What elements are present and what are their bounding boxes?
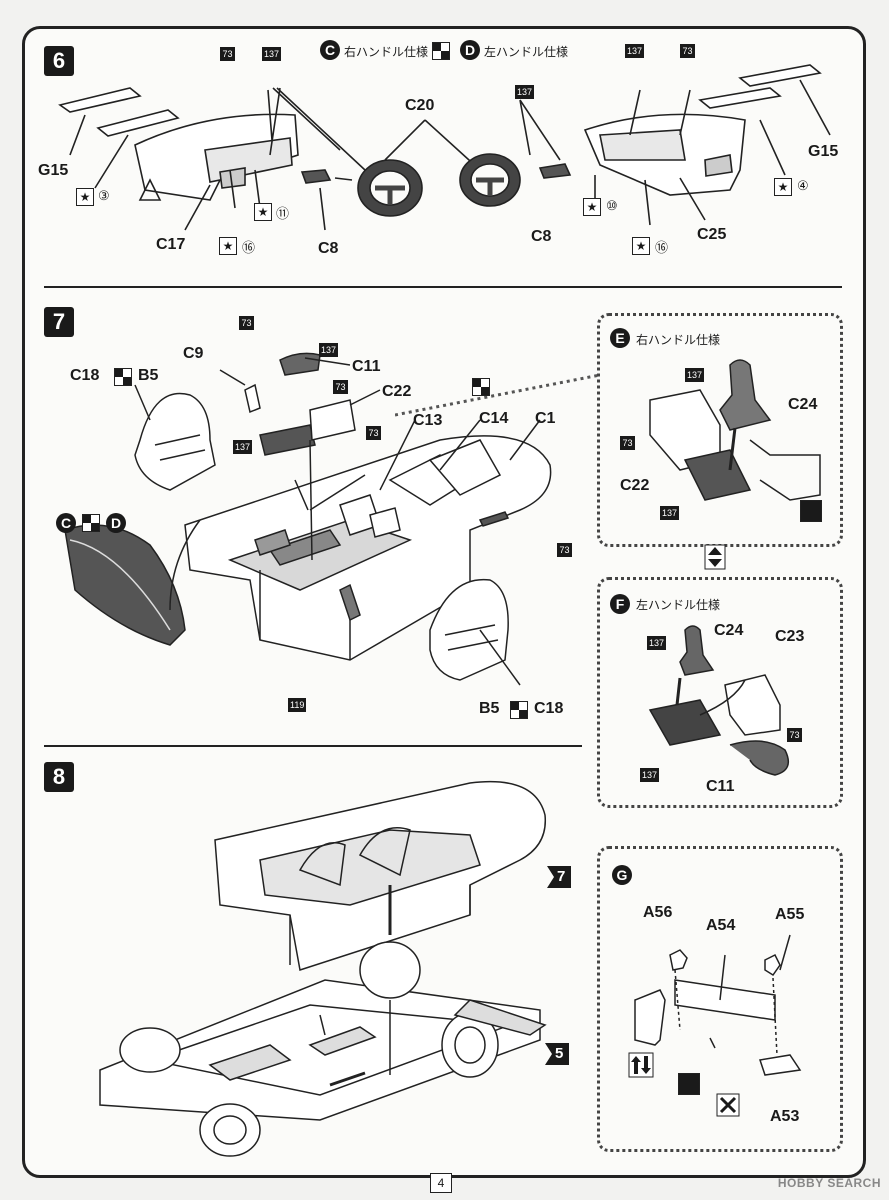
variant-d-badge: D xyxy=(106,513,126,533)
color-tag-137: 137 xyxy=(685,368,705,382)
legend-c-text: 右ハンドル仕様 xyxy=(344,45,429,59)
checker-icon xyxy=(472,378,490,396)
star-number: ⑯ xyxy=(655,240,669,255)
ref-step-7-tag: 7 xyxy=(547,866,572,888)
star-number: ④ xyxy=(797,178,809,193)
step-8-number: 8 xyxy=(44,762,74,792)
step8-chassis-drawing xyxy=(99,780,547,1157)
star-number: ⑪ xyxy=(276,206,290,221)
step7-interior-drawing xyxy=(64,352,552,686)
page-number: 4 xyxy=(430,1173,452,1193)
color-tag-73: 73 xyxy=(239,316,254,330)
part-label-c18-left: C18 xyxy=(70,367,100,384)
part-label-a53: A53 xyxy=(770,1108,800,1125)
detail-g-badge: G xyxy=(612,865,632,885)
legend-d-badge: D xyxy=(460,40,480,60)
star-icon: ★ xyxy=(632,237,650,255)
part-label-c24-e: C24 xyxy=(788,396,818,413)
color-tag-137: 137 xyxy=(660,506,680,520)
part-label-g15-left: G15 xyxy=(38,162,69,179)
color-tag-137: 137 xyxy=(640,768,660,782)
star-icon: ★ xyxy=(219,237,237,255)
color-tag-137: 137 xyxy=(233,440,253,454)
part-label-c24-f: C24 xyxy=(714,622,744,639)
watermark: HOBBY SEARCH xyxy=(777,1176,881,1190)
checker-icon xyxy=(510,701,528,719)
checker-icon xyxy=(82,514,100,532)
color-tag-137: 137 xyxy=(262,47,282,61)
part-label-a56: A56 xyxy=(643,904,673,921)
color-tag-119: 119 xyxy=(288,698,307,712)
step-7-number: 7 xyxy=(44,307,74,337)
detail-e-badge: E xyxy=(610,328,630,348)
divider-step6-7 xyxy=(44,286,842,288)
part-label-c25: C25 xyxy=(697,226,727,243)
up-down-arrow-icon xyxy=(628,1052,654,1078)
cement-icon xyxy=(678,1073,700,1095)
divider-step7-8 xyxy=(44,745,582,747)
detail-e-drawing xyxy=(649,359,821,501)
part-label-c13: C13 xyxy=(413,412,443,429)
detail-e-title: 右ハンドル仕様 xyxy=(636,333,721,347)
color-tag-73: 73 xyxy=(680,44,695,58)
legend-d-text: 左ハンドル仕様 xyxy=(484,45,569,59)
color-tag-73: 73 xyxy=(220,47,235,61)
checker-icon xyxy=(114,368,132,386)
cut-icon xyxy=(716,1093,740,1117)
swap-arrow-icon xyxy=(704,544,726,570)
part-label-b5-left: B5 xyxy=(138,367,159,384)
color-tag-137: 137 xyxy=(319,343,339,357)
star-number: ③ xyxy=(98,188,110,203)
star-icon: ★ xyxy=(76,188,94,206)
star-icon: ★ xyxy=(254,203,272,221)
star-number: ⑯ xyxy=(242,240,256,255)
part-label-g15-right: G15 xyxy=(808,143,839,160)
star-icon: ★ xyxy=(774,178,792,196)
step6-dashboard-drawing xyxy=(58,64,831,231)
legend-c-badge: C xyxy=(320,40,340,60)
part-label-c11: C11 xyxy=(352,358,381,375)
part-label-c20: C20 xyxy=(405,97,435,114)
part-label-c11-f: C11 xyxy=(706,778,735,795)
step-6-number: 6 xyxy=(44,46,74,76)
part-label-c1: C1 xyxy=(535,410,556,427)
color-tag-73: 73 xyxy=(557,543,572,557)
star-number: ⑩ xyxy=(606,198,618,213)
part-label-c23-f: C23 xyxy=(775,628,805,645)
part-label-a54: A54 xyxy=(706,917,736,934)
ref-step-5-tag: 5 xyxy=(545,1043,570,1065)
color-tag-73: 73 xyxy=(366,426,381,440)
color-tag-73: 73 xyxy=(620,436,635,450)
detail-f-drawing xyxy=(648,625,790,776)
detail-g-drawing xyxy=(634,934,802,1076)
part-label-c9: C9 xyxy=(183,345,204,362)
part-label-c22: C22 xyxy=(382,383,412,400)
color-tag-137: 137 xyxy=(625,44,645,58)
variant-c-badge: C xyxy=(56,513,76,533)
part-label-c22-e: C22 xyxy=(620,477,650,494)
part-label-c8-right: C8 xyxy=(531,228,552,245)
color-tag-73: 73 xyxy=(333,380,348,394)
part-label-c18-right: C18 xyxy=(534,700,564,717)
color-tag-73: 73 xyxy=(787,728,802,742)
color-tag-137: 137 xyxy=(515,85,535,99)
part-label-c14: C14 xyxy=(479,410,509,427)
cement-icon xyxy=(800,500,822,522)
star-icon: ★ xyxy=(583,198,601,216)
detail-box-f xyxy=(597,577,843,808)
part-label-c17: C17 xyxy=(156,236,186,253)
detail-f-title: 左ハンドル仕様 xyxy=(636,598,721,612)
detail-f-badge: F xyxy=(610,594,630,614)
part-label-b5-right: B5 xyxy=(479,700,500,717)
part-label-c8-left: C8 xyxy=(318,240,339,257)
color-tag-137: 137 xyxy=(647,636,667,650)
part-label-a55: A55 xyxy=(775,906,805,923)
checker-icon xyxy=(432,42,450,60)
detail-box-g xyxy=(597,846,843,1152)
